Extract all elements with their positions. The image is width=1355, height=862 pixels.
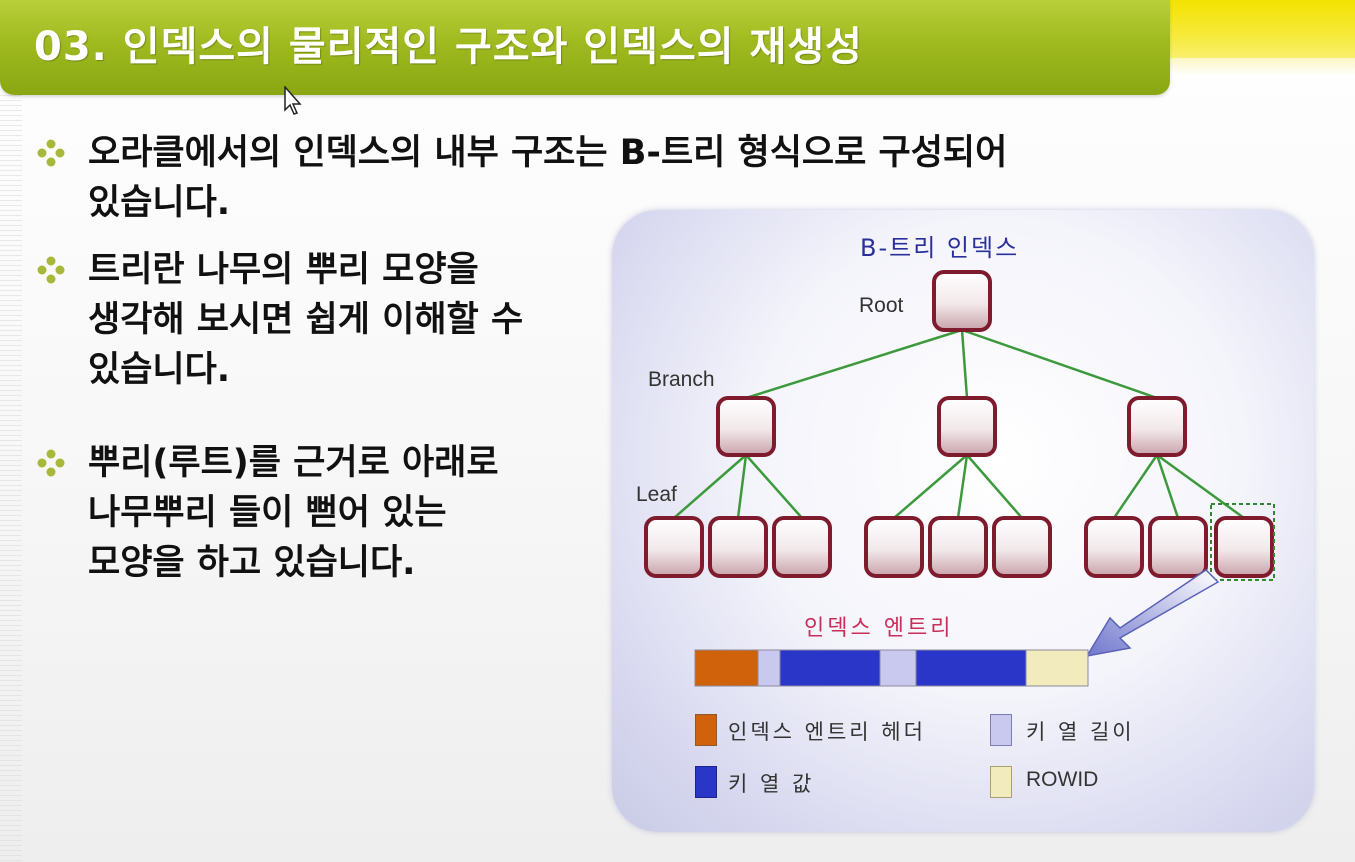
bullet-line: 뿌리(루트)를 근거로 아래로: [88, 443, 499, 483]
index-entry-title: 인덱스 엔트리: [804, 616, 954, 641]
root-node: [932, 270, 992, 332]
btree-diagram-panel: B-트리 인덱스 Root Branch Leaf 인덱스 엔트리 인덱스 엔트…: [612, 210, 1314, 832]
index-entry-bar: [694, 649, 1089, 687]
arrow-to-entry-icon: [1085, 569, 1220, 658]
selected-leaf-highlight: [1210, 503, 1275, 581]
branch-nodes: [716, 396, 1187, 457]
leaf-label: Leaf: [636, 483, 677, 506]
bullet-diamond-icon: [37, 139, 65, 167]
diagram-title: B-트리 인덱스: [860, 234, 1020, 262]
leaf-nodes: [644, 516, 1274, 578]
branch-label: Branch: [648, 368, 715, 391]
legend-label-rowid: ROWID: [1026, 768, 1099, 791]
accent-band: [1170, 0, 1355, 58]
mouse-cursor-icon: [284, 86, 302, 115]
legend-swatch-header: [695, 714, 717, 746]
bullet-item-1: 오라클에서의 인덱스의 내부 구조는 B-트리 형식으로 구성되어 있습니다.: [37, 128, 1008, 228]
legend-label-key-length: 키 열 길이: [1026, 720, 1135, 744]
legend-swatch-key-value: [695, 766, 717, 798]
bullet-line: 트리란 나무의 뿌리 모양을: [88, 250, 479, 290]
bullet-line: 있습니다.: [88, 183, 231, 223]
bullet-diamond-icon: [37, 256, 65, 284]
legend-label-header: 인덱스 엔트리 헤더: [728, 720, 926, 744]
legend-label-key-value: 키 열 값: [728, 772, 815, 796]
bullet-diamond-icon: [37, 449, 65, 477]
bullet-line: 생각해 보시면 쉽게 이해할 수: [88, 300, 524, 340]
legend-swatch-rowid: [990, 766, 1012, 798]
bullet-item-3: 뿌리(루트)를 근거로 아래로 나무뿌리 들이 뻗어 있는 모양을 하고 있습니…: [37, 438, 499, 588]
title-bar: 03. 인덱스의 물리적인 구조와 인덱스의 재생성: [0, 0, 1170, 95]
accent-band-fade: [1170, 58, 1355, 76]
bullet-line: 있습니다.: [88, 350, 231, 390]
bullet-line: 오라클에서의 인덱스의 내부 구조는 B-트리 형식으로 구성되어: [88, 133, 1008, 173]
bullet-line: 모양을 하고 있습니다.: [88, 543, 416, 583]
bullet-item-2: 트리란 나무의 뿌리 모양을 생각해 보시면 쉽게 이해할 수 있습니다.: [37, 245, 524, 395]
tree-lines: [673, 328, 1245, 520]
slide-title: 03. 인덱스의 물리적인 구조와 인덱스의 재생성: [34, 24, 863, 70]
left-edge-decoration: [0, 95, 22, 862]
root-label: Root: [859, 294, 904, 317]
legend-swatch-key-length: [990, 714, 1012, 746]
bullet-line: 나무뿌리 들이 뻗어 있는: [88, 493, 447, 533]
btree-diagram: [644, 270, 1275, 687]
